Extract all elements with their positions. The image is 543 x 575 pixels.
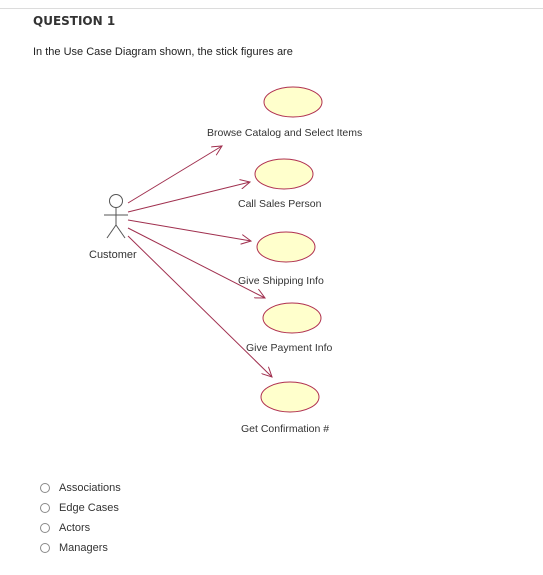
use-case-ellipse-browse-catalog [263, 86, 323, 118]
option-managers[interactable]: Managers [40, 538, 121, 558]
use-case-label-call-sales: Call Sales Person [238, 198, 322, 210]
actor-left-leg [106, 224, 117, 239]
association-call-sales [127, 182, 250, 213]
association-payment-info [127, 227, 265, 298]
option-label-managers: Managers [59, 542, 108, 554]
use-case-label-payment-info: Give Payment Info [246, 342, 333, 354]
association-confirmation [127, 235, 272, 377]
actor-right-leg [115, 224, 126, 239]
top-divider [0, 8, 543, 9]
radio-button-edge-cases[interactable] [40, 503, 50, 513]
actor-head [109, 194, 123, 208]
option-label-edge-cases: Edge Cases [59, 502, 119, 514]
answer-options: Associations Edge Cases Actors Managers [40, 478, 121, 558]
use-case-ellipse-payment-info [262, 302, 322, 334]
question-text: In the Use Case Diagram shown, the stick… [33, 46, 293, 58]
use-case-ellipse-call-sales [254, 158, 314, 190]
use-case-label-browse-catalog: Browse Catalog and Select Items [207, 127, 362, 139]
use-case-label-confirmation: Get Confirmation # [241, 423, 329, 435]
radio-button-managers[interactable] [40, 543, 50, 553]
radio-button-associations[interactable] [40, 483, 50, 493]
option-associations[interactable]: Associations [40, 478, 121, 498]
option-actors[interactable]: Actors [40, 518, 121, 538]
use-case-ellipse-confirmation [260, 381, 320, 413]
use-case-label-shipping-info: Give Shipping Info [238, 275, 324, 287]
option-label-actors: Actors [59, 522, 91, 534]
association-shipping-info [127, 219, 251, 241]
option-edge-cases[interactable]: Edge Cases [40, 498, 121, 518]
question-title: QUESTION 1 [33, 14, 116, 28]
radio-button-actors[interactable] [40, 523, 50, 533]
use-case-ellipse-shipping-info [256, 231, 316, 263]
option-label-associations: Associations [59, 482, 121, 494]
association-browse-catalog [127, 146, 222, 204]
actor-stick-figure [104, 194, 128, 239]
actor-label: Customer [89, 249, 137, 261]
